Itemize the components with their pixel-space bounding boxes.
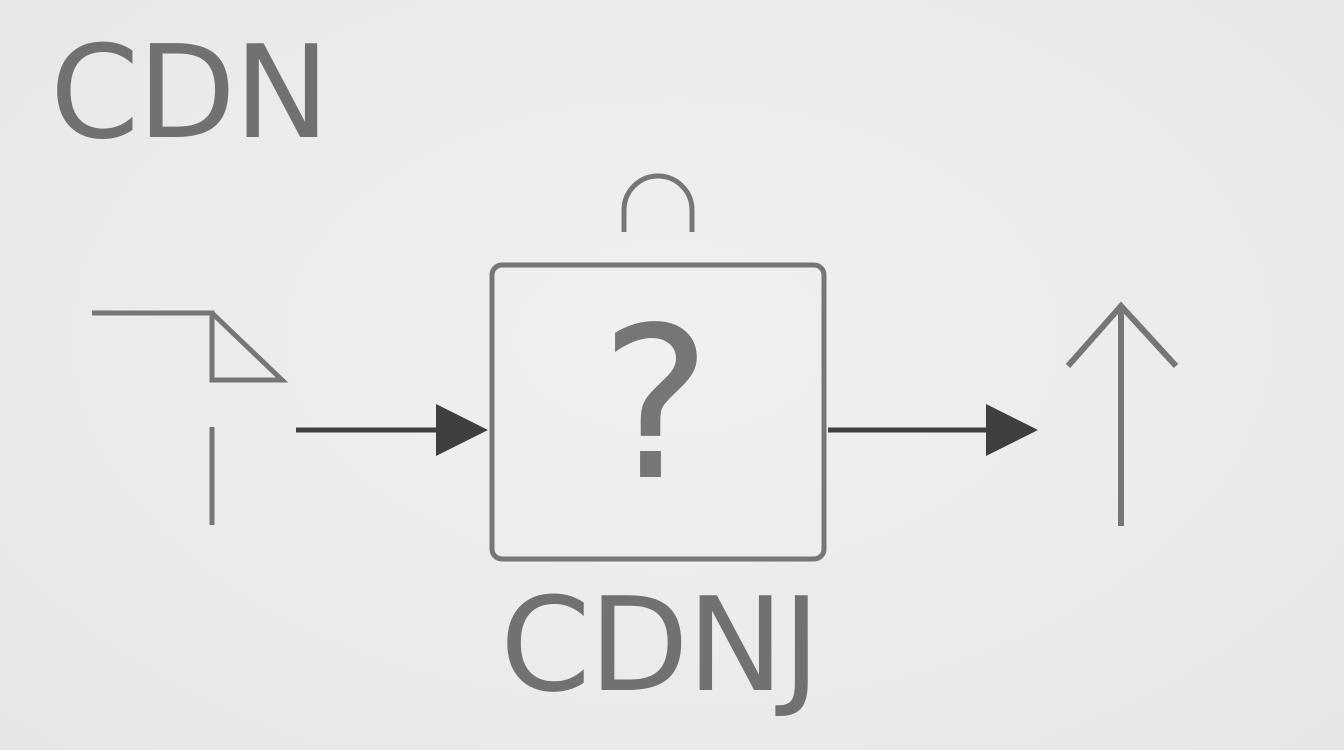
up-arrow-icon <box>1065 301 1179 526</box>
output-arrow <box>828 404 1038 456</box>
box-label: CDNJ <box>500 569 820 721</box>
input-arrow <box>296 404 488 456</box>
processing-box <box>489 262 827 562</box>
diagram-title: CDN <box>50 19 330 168</box>
arch-handle-icon <box>621 173 695 232</box>
question-mark-icon: ? <box>600 282 712 527</box>
document-corner-icon <box>92 310 289 525</box>
